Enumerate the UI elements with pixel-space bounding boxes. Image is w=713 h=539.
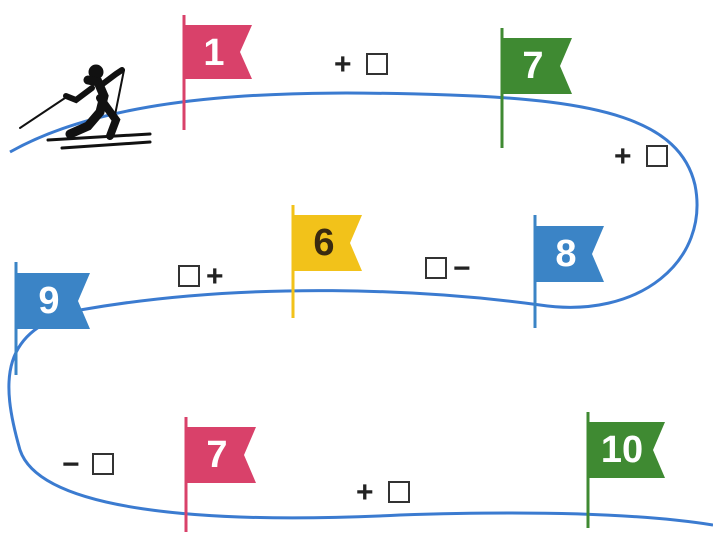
skier-icon (19, 64, 152, 150)
flag-1-icon (182, 15, 252, 130)
operation-sign-3: − (453, 252, 471, 285)
flag-1-number: 1 (203, 32, 225, 74)
ski-track (7, 91, 713, 527)
answer-box-4[interactable] (178, 265, 200, 287)
answer-box-6[interactable] (388, 481, 410, 503)
operation-sign-5: − (62, 448, 80, 481)
flag-8-number: 8 (555, 233, 577, 275)
flag-7-bottom-number: 7 (206, 434, 228, 476)
flag-10-number: 10 (600, 429, 644, 471)
flag-7-bottom-icon (184, 417, 256, 532)
flag-6-number: 6 (313, 222, 335, 264)
flag-7-top-icon (500, 28, 572, 148)
flag-6-icon (291, 205, 362, 318)
answer-box-1[interactable] (366, 53, 388, 75)
operation-sign-6: + (356, 476, 374, 509)
flag-9-number: 9 (38, 280, 60, 322)
flag-9-icon (14, 262, 90, 375)
flag-8-icon (533, 215, 604, 328)
answer-box-3[interactable] (425, 257, 447, 279)
operation-sign-2: + (614, 140, 632, 173)
flag-10-icon (586, 412, 665, 528)
answer-box-5[interactable] (92, 453, 114, 475)
operation-sign-1: + (334, 48, 352, 81)
answer-box-2[interactable] (646, 145, 668, 167)
operation-sign-4: + (206, 260, 224, 293)
flag-7-top-number: 7 (522, 45, 544, 87)
